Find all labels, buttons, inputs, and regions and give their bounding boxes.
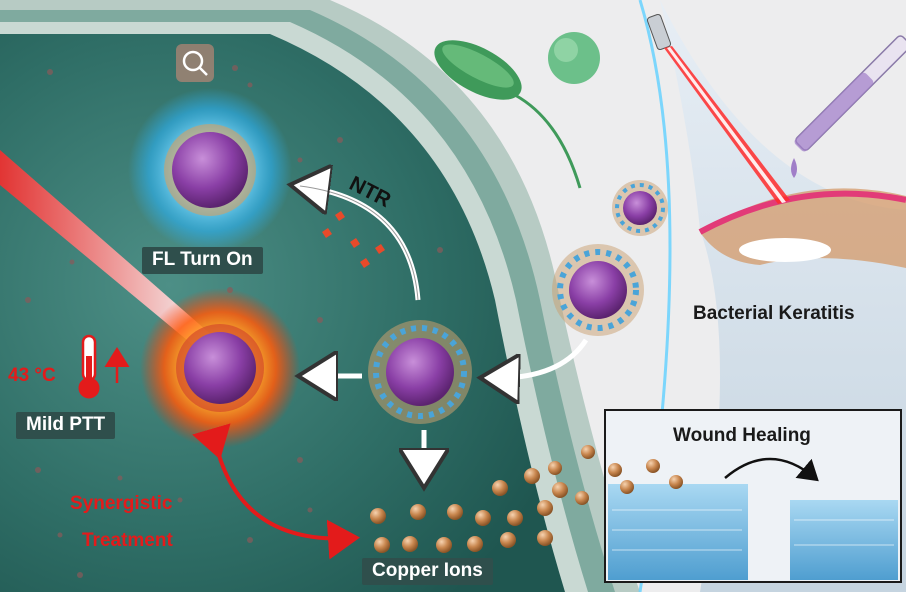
- wound-healing-panel: [604, 409, 902, 583]
- treatment-label: Treatment: [82, 530, 173, 551]
- dropper-icon: [791, 35, 906, 178]
- fl-turn-on-label: FL Turn On: [142, 247, 263, 274]
- nanoparticle-central: [368, 320, 472, 424]
- temperature-label: 43 °C: [8, 365, 56, 386]
- mild-ptt-label: Mild PTT: [16, 412, 116, 439]
- bacterial-keratitis-label: Bacterial Keratitis: [693, 303, 855, 324]
- bacterium-coccus: [548, 32, 600, 84]
- synergistic-label: Synergistic: [70, 493, 173, 514]
- copper-ions: [370, 445, 595, 553]
- laser-beam-cell: [0, 150, 215, 355]
- arrow-synergistic: [192, 423, 360, 560]
- ntr-molecules: [322, 211, 385, 268]
- wound-healing-label: Wound Healing: [673, 425, 811, 446]
- magnifier-icon: [176, 44, 214, 82]
- nanoparticle-fluorescent: [128, 88, 292, 252]
- nanoparticle-photothermal: [140, 288, 300, 448]
- thermometer-icon: [78, 334, 130, 399]
- laser-pen-icon: [646, 13, 790, 204]
- bacterium-rod: [434, 40, 582, 189]
- arrow-enter-cell: [490, 338, 589, 378]
- nanoparticle-outside-small: [612, 180, 668, 236]
- nanoparticle-outside-large: [552, 244, 644, 336]
- copper-ions-label: Copper Ions: [362, 558, 493, 585]
